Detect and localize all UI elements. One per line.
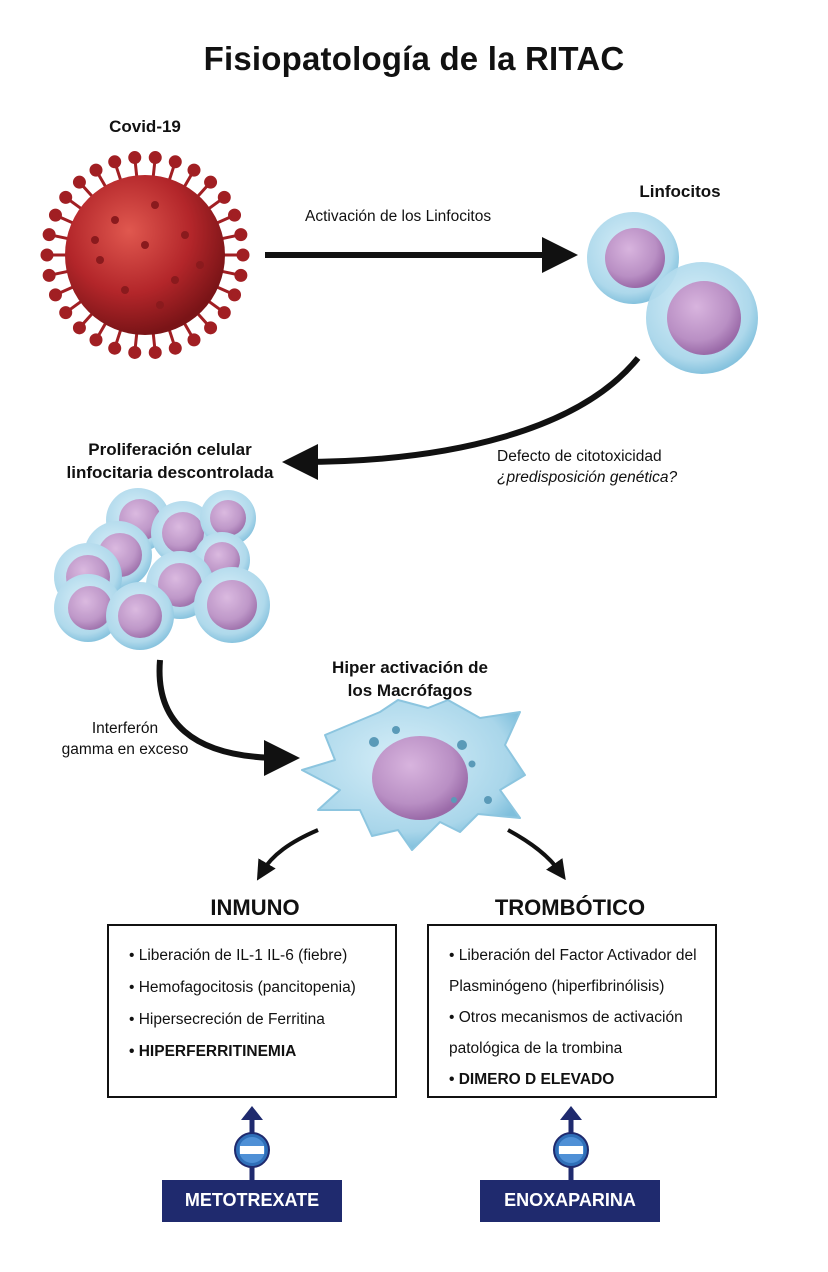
interferon-label-line2: gamma en exceso [61, 741, 189, 758]
trombotico-item: Plasminógeno (hiperfibrinólisis) [449, 978, 665, 995]
covid-label: Covid-19 [109, 117, 181, 136]
proliferacion-label-line1: Proliferación celular [88, 440, 252, 459]
defect-arrow [282, 356, 641, 480]
inmuno-item: • Liberación de IL-1 IL-6 (fiebre) [129, 947, 348, 964]
interferon-label-line1: Interferón [91, 720, 159, 737]
hiper-label-line2: los Macrófagos [347, 681, 473, 700]
proliferation-cluster-icon [54, 488, 270, 650]
trombotico-item: • Otros mecanismos de activación [449, 1009, 683, 1026]
proliferacion-label-line2: linfocitaria descontrolada [66, 463, 274, 482]
inhibit-arrow-right [553, 1106, 589, 1180]
page-title: Fisiopatología de la RITAC [203, 40, 625, 77]
trombotico-item: • Liberación del Factor Activador del [449, 947, 697, 964]
trombotico-item-emphasis: • DIMERO D ELEVADO [449, 1071, 615, 1088]
inhibit-arrow-left [234, 1106, 270, 1180]
inmuno-heading: INMUNO [210, 895, 300, 920]
linfocitos-label: Linfocitos [639, 182, 721, 201]
trombotico-heading: TROMBÓTICO [494, 895, 646, 920]
trombotico-box: • Liberación del Factor Activador del Pl… [427, 924, 717, 1098]
inmuno-box: • Liberación de IL-1 IL-6 (fiebre) • Hem… [107, 924, 397, 1098]
lymphocyte-icon [587, 212, 758, 374]
interferon-arrow [156, 659, 300, 776]
hiper-label-line1: Hiper activación de [332, 658, 488, 677]
virus-icon [40, 151, 250, 359]
defecto-label-line2: ¿predisposición genética? [497, 469, 678, 486]
arrow-to-inmuno [256, 828, 319, 881]
arrow-to-trombotico [507, 828, 566, 881]
inmuno-item: • Hemofagocitosis (pancitopenia) [129, 979, 356, 996]
inhibit-icon [553, 1132, 589, 1168]
enoxaparina-badge: ENOXAPARINA [480, 1180, 660, 1222]
inmuno-item: • Hipersecreción de Ferritina [129, 1011, 325, 1028]
inhibit-icon [234, 1132, 270, 1168]
activacion-label: Activación de los Linfocitos [305, 208, 492, 225]
inmuno-item-emphasis: • HIPERFERRITINEMIA [129, 1043, 297, 1060]
metotrexate-badge: METOTREXATE [162, 1180, 342, 1222]
defecto-label-line1: Defecto de citotoxicidad [497, 448, 662, 465]
macrophage-icon [301, 699, 526, 851]
trombotico-item: patológica de la trombina [449, 1040, 623, 1057]
